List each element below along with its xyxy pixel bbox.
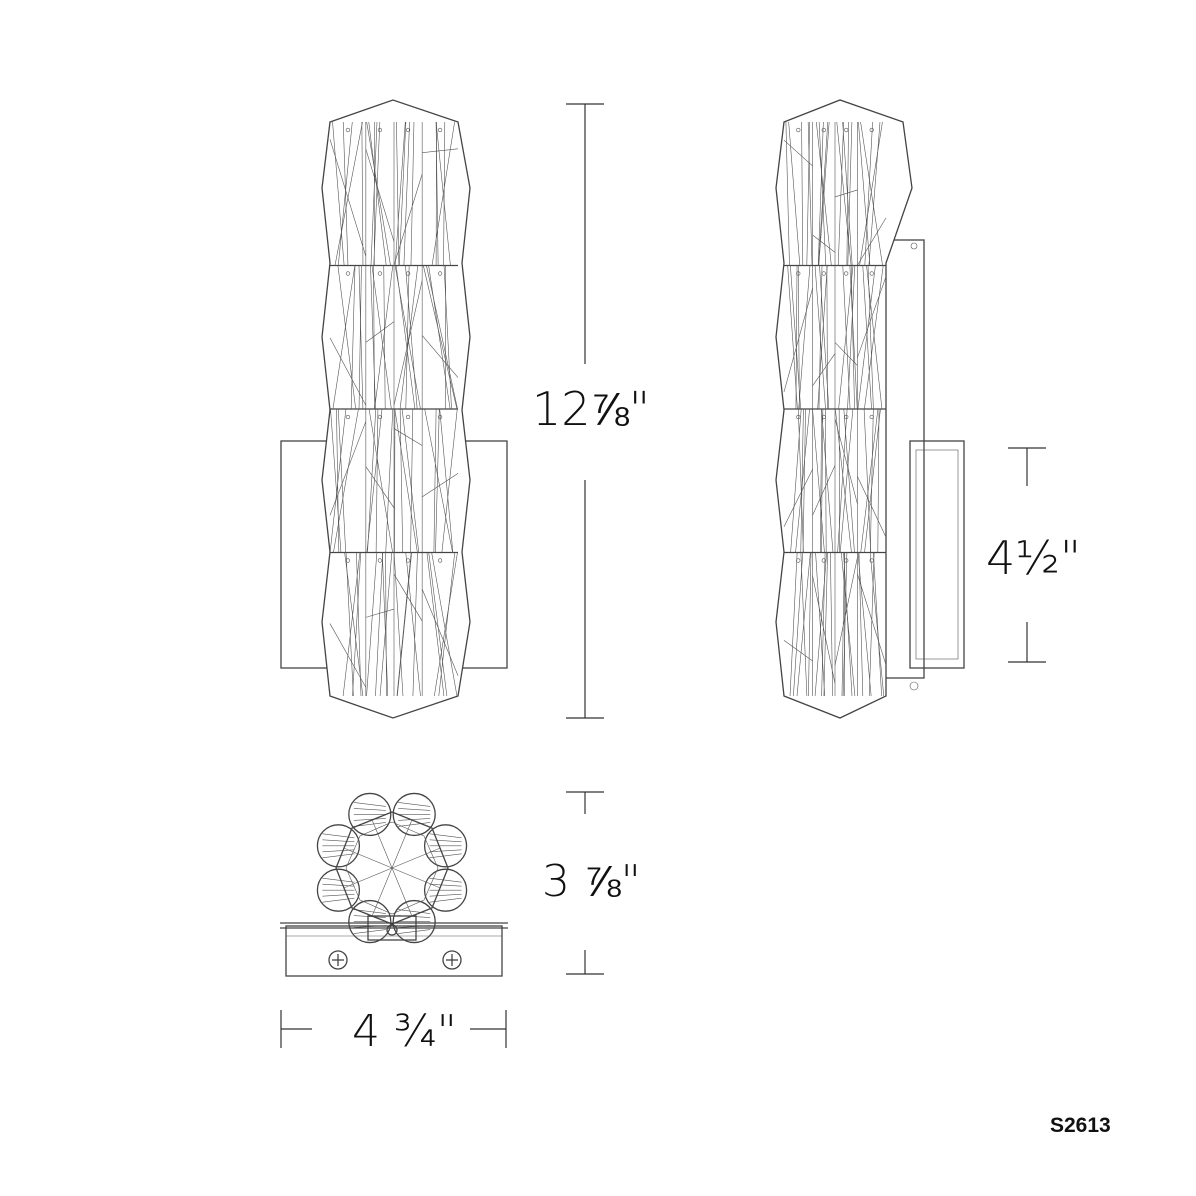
top-octagon xyxy=(335,811,449,925)
side-backplate xyxy=(909,440,965,669)
front-view xyxy=(280,99,508,719)
top-view xyxy=(280,792,508,977)
dimension-line-backplate xyxy=(1008,447,1046,663)
backplate-height-dimension-label: 4½" xyxy=(986,531,1082,585)
side-mount-bracket xyxy=(883,239,925,679)
depth-dimension-label: 3 ⅞" xyxy=(542,856,641,907)
dimension-line-height xyxy=(566,103,604,719)
model-number: S2613 xyxy=(1050,1114,1111,1137)
dimension-line-width xyxy=(280,1010,507,1048)
top-backplate xyxy=(285,925,503,977)
height-dimension-label: 12⅞" xyxy=(532,382,651,436)
dimension-line-depth xyxy=(566,791,604,975)
screw-right xyxy=(442,950,462,970)
width-dimension-label: 4 ¾" xyxy=(352,1006,457,1057)
side-view xyxy=(775,99,965,719)
screw-left xyxy=(328,950,348,970)
